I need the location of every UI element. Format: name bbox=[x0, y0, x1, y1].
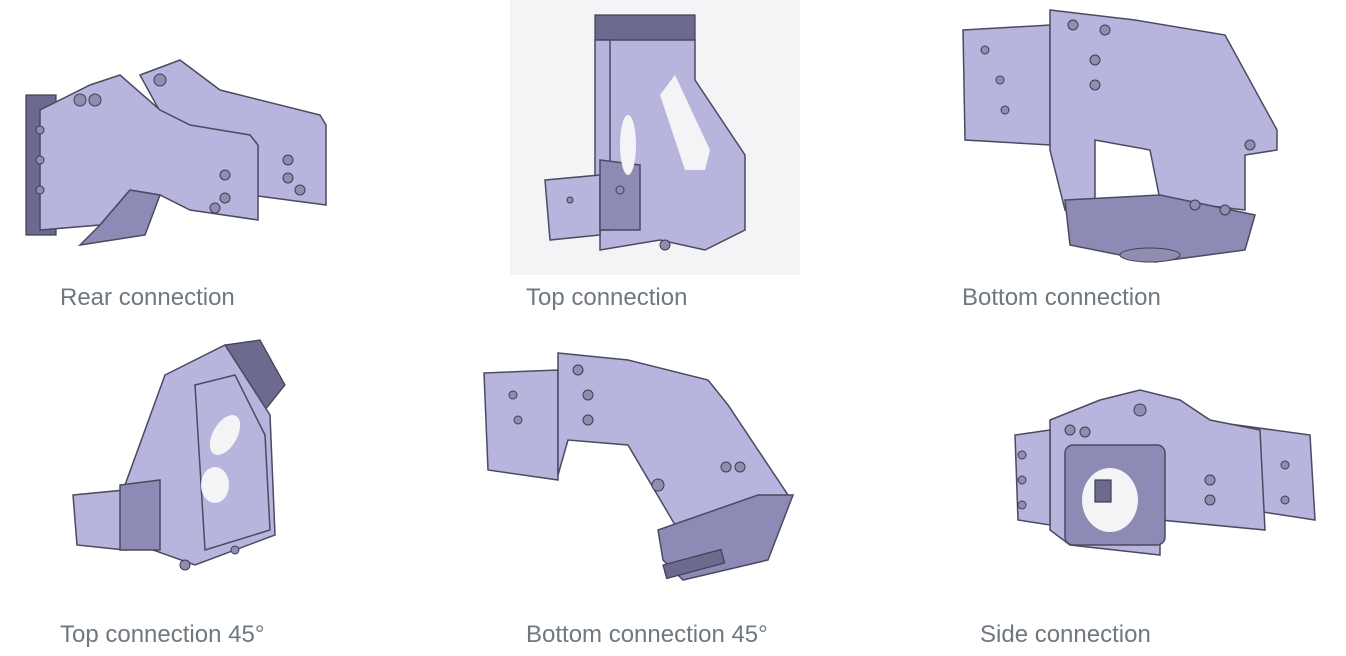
caption-side-connection: Side connection bbox=[980, 621, 1151, 648]
caption-rear-connection: Rear connection bbox=[60, 284, 235, 311]
caption-top-connection: Top connection bbox=[526, 284, 688, 311]
bottom-connection-image bbox=[962, 9, 1278, 263]
caption-bottom-connection-45: Bottom connection 45° bbox=[526, 621, 768, 648]
top-connection-image bbox=[510, 0, 800, 275]
rear-connection-image bbox=[25, 59, 327, 247]
caption-bottom-connection: Bottom connection bbox=[962, 284, 1161, 311]
top-connection-45-image bbox=[72, 339, 286, 571]
side-connection-image bbox=[1014, 389, 1316, 556]
caption-top-connection-45: Top connection 45° bbox=[60, 621, 265, 648]
bottom-connection-45-image bbox=[483, 352, 795, 581]
